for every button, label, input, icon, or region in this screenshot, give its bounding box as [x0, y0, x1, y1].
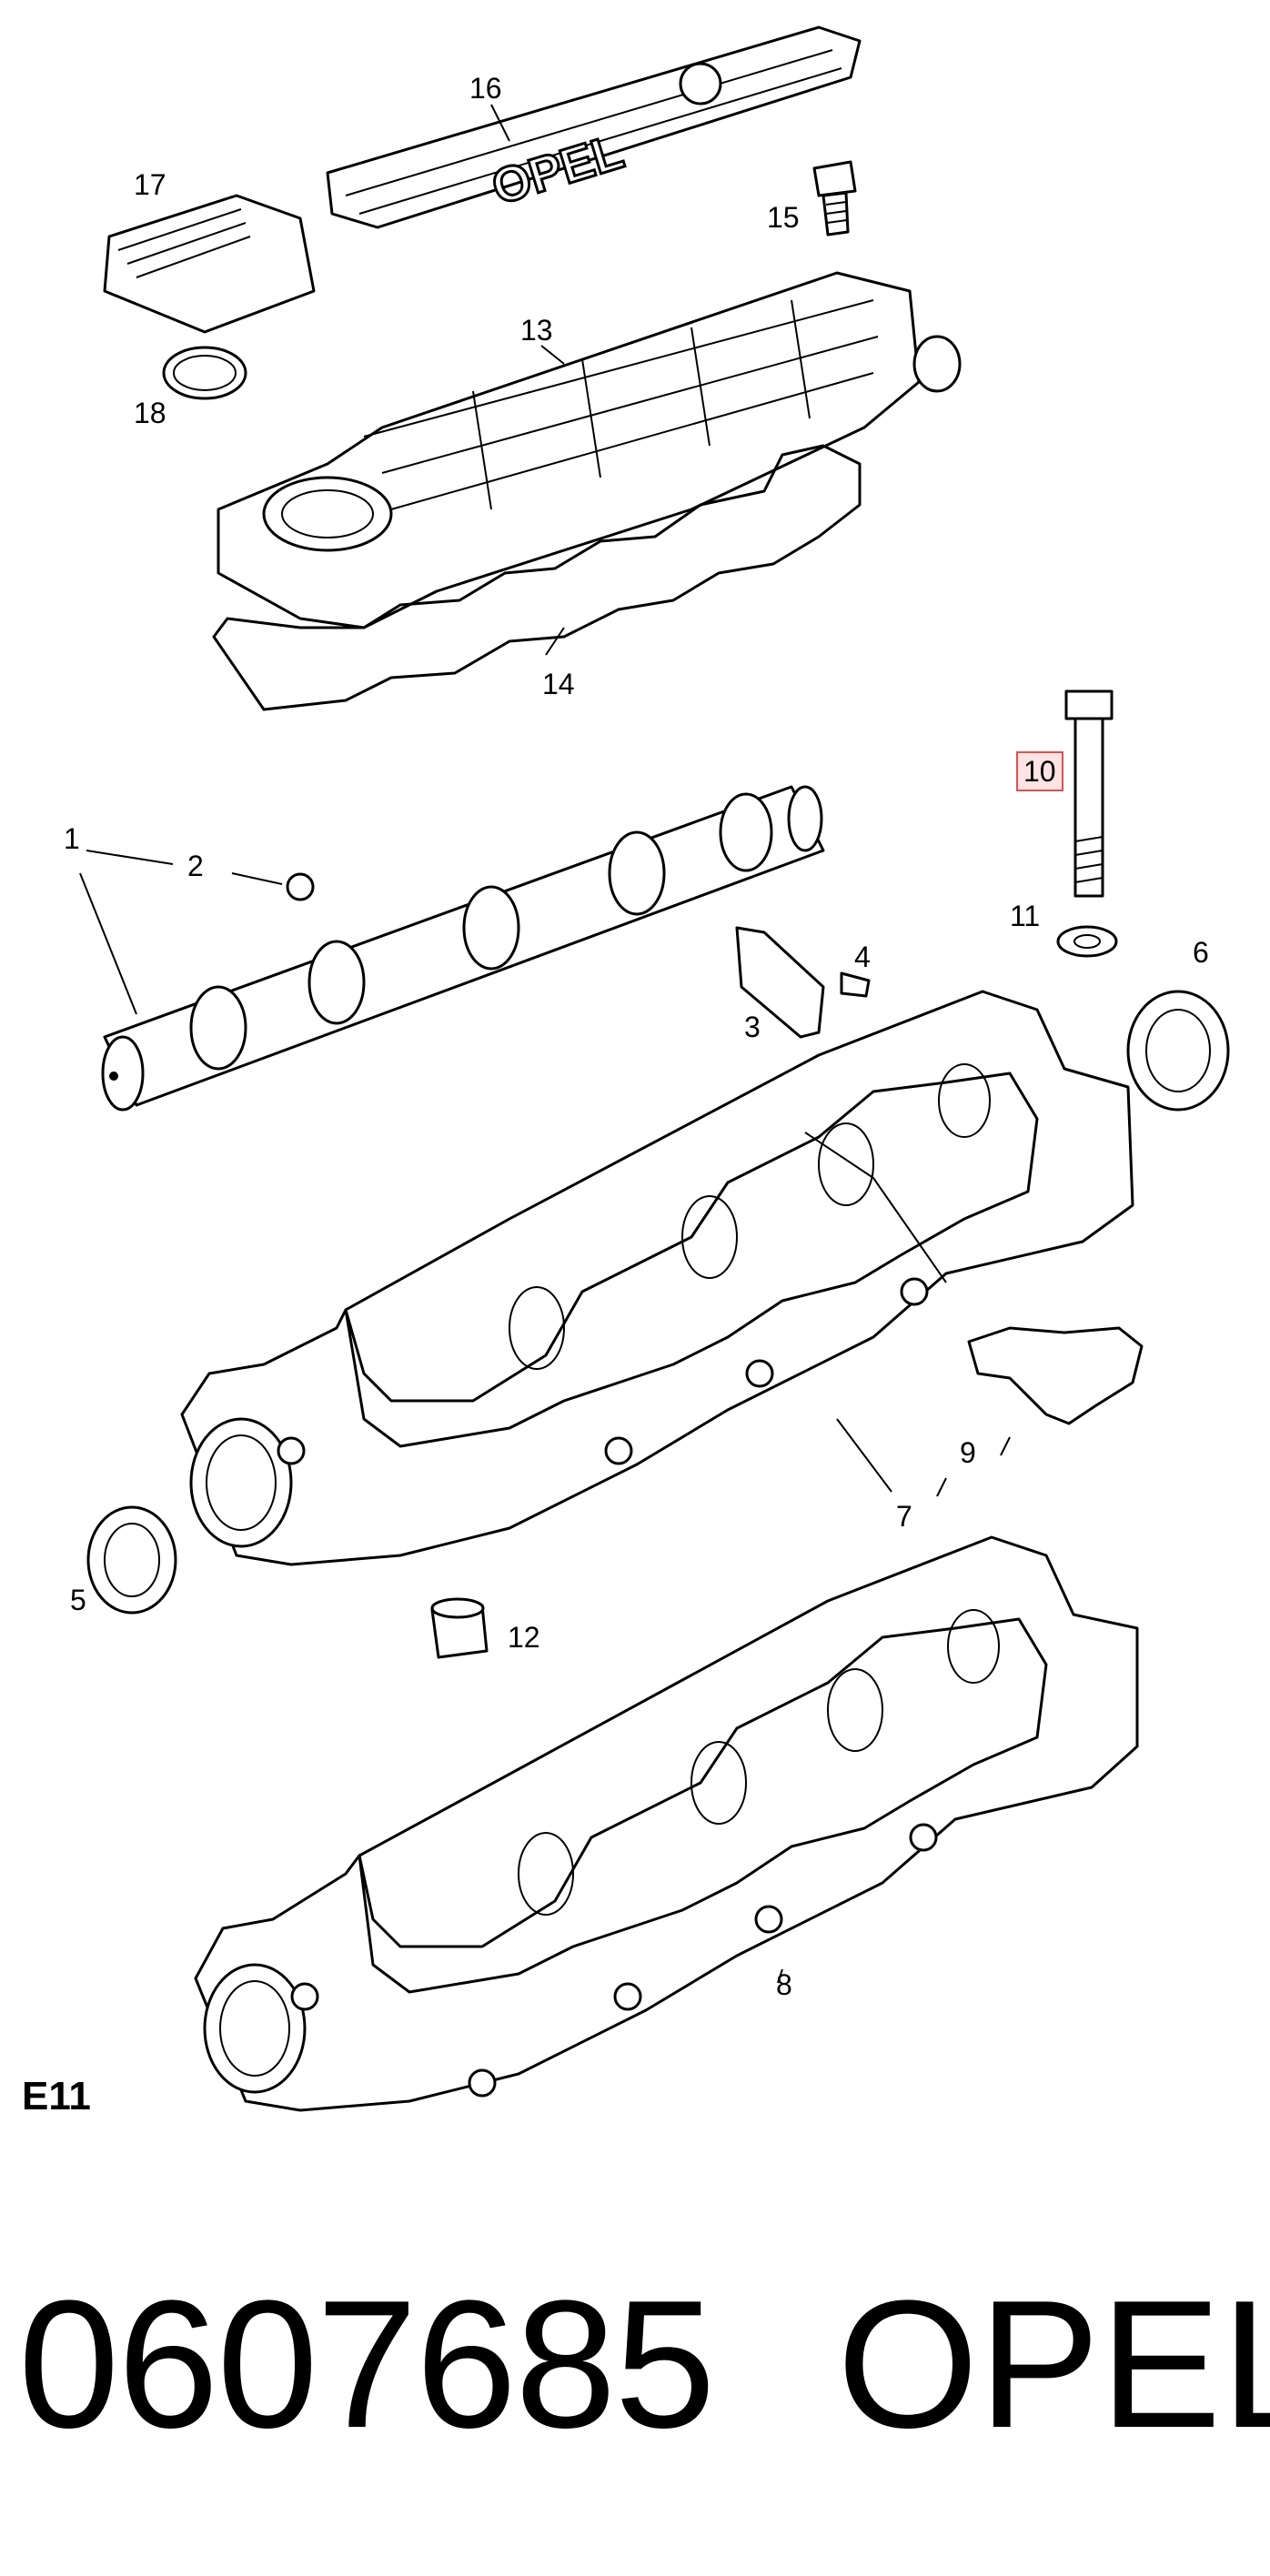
callout-2: 2 [187, 850, 204, 882]
callout-8: 8 [776, 1968, 792, 2001]
part-7-camshaft-housing [180, 990, 1134, 1566]
part-13-valve-cover [217, 271, 962, 629]
callout-13: 13 [520, 314, 553, 347]
callout-10: 10 [1016, 751, 1063, 791]
part-15-bolt [812, 160, 857, 236]
leader-lines [79, 104, 1011, 1984]
part-16-engine-cover: OPEL [326, 25, 862, 229]
callout-9: 9 [960, 1436, 976, 1469]
part-12-sleeve [430, 1597, 489, 1659]
part-17-cover [103, 194, 316, 334]
callout-1: 1 [64, 822, 80, 855]
part-4-screw [840, 971, 871, 998]
part-11-washer [1056, 925, 1118, 958]
part-2-ball [286, 872, 315, 901]
part-5-seal [86, 1505, 177, 1615]
callout-15: 15 [767, 201, 800, 234]
callout-3: 3 [744, 1011, 761, 1043]
callout-4: 4 [854, 941, 871, 973]
callout-5: 5 [70, 1584, 86, 1616]
section-code: E11 [22, 2074, 91, 2118]
callout-12: 12 [508, 1621, 540, 1654]
part-6-seal [1126, 990, 1230, 1112]
part-9-fitting [967, 1326, 1144, 1425]
callout-18: 18 [134, 397, 166, 429]
part-8-camshaft-housing [194, 1535, 1139, 2112]
part-14-gasket [212, 444, 862, 711]
part-number: 0607685 [18, 2263, 716, 2466]
callout-14: 14 [542, 668, 575, 700]
brand-name: OPEL [837, 2263, 1270, 2466]
callout-16: 16 [469, 72, 502, 105]
callout-6: 6 [1193, 936, 1209, 969]
part-3-bracket [735, 926, 825, 1039]
callout-7: 7 [896, 1500, 912, 1533]
callout-17: 17 [134, 168, 166, 201]
part-10-bolt [1064, 689, 1114, 898]
callout-11: 11 [1010, 900, 1041, 932]
part-1-camshaft [101, 785, 825, 1112]
